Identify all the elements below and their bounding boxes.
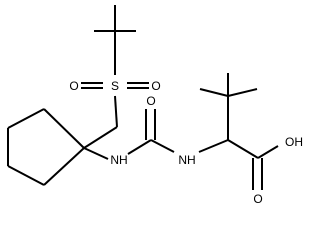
atom-labels: S O O O NH NH OH O [69, 79, 303, 206]
sulfonyl-oxygen-left: O [69, 79, 78, 93]
carbonyl-oxygen-label: O [146, 94, 155, 108]
hydroxyl-label: OH [285, 135, 303, 149]
sulfur-label: S [111, 79, 119, 93]
acid-oxygen-label: O [253, 192, 262, 206]
sulfonyl-oxygen-right: O [151, 79, 160, 93]
amide-nh-right: NH [178, 153, 195, 167]
bond-lines [7, 5, 279, 190]
chemical-structure: S O O O NH NH OH O [7, 5, 303, 206]
amide-nh-left: NH [110, 153, 127, 167]
